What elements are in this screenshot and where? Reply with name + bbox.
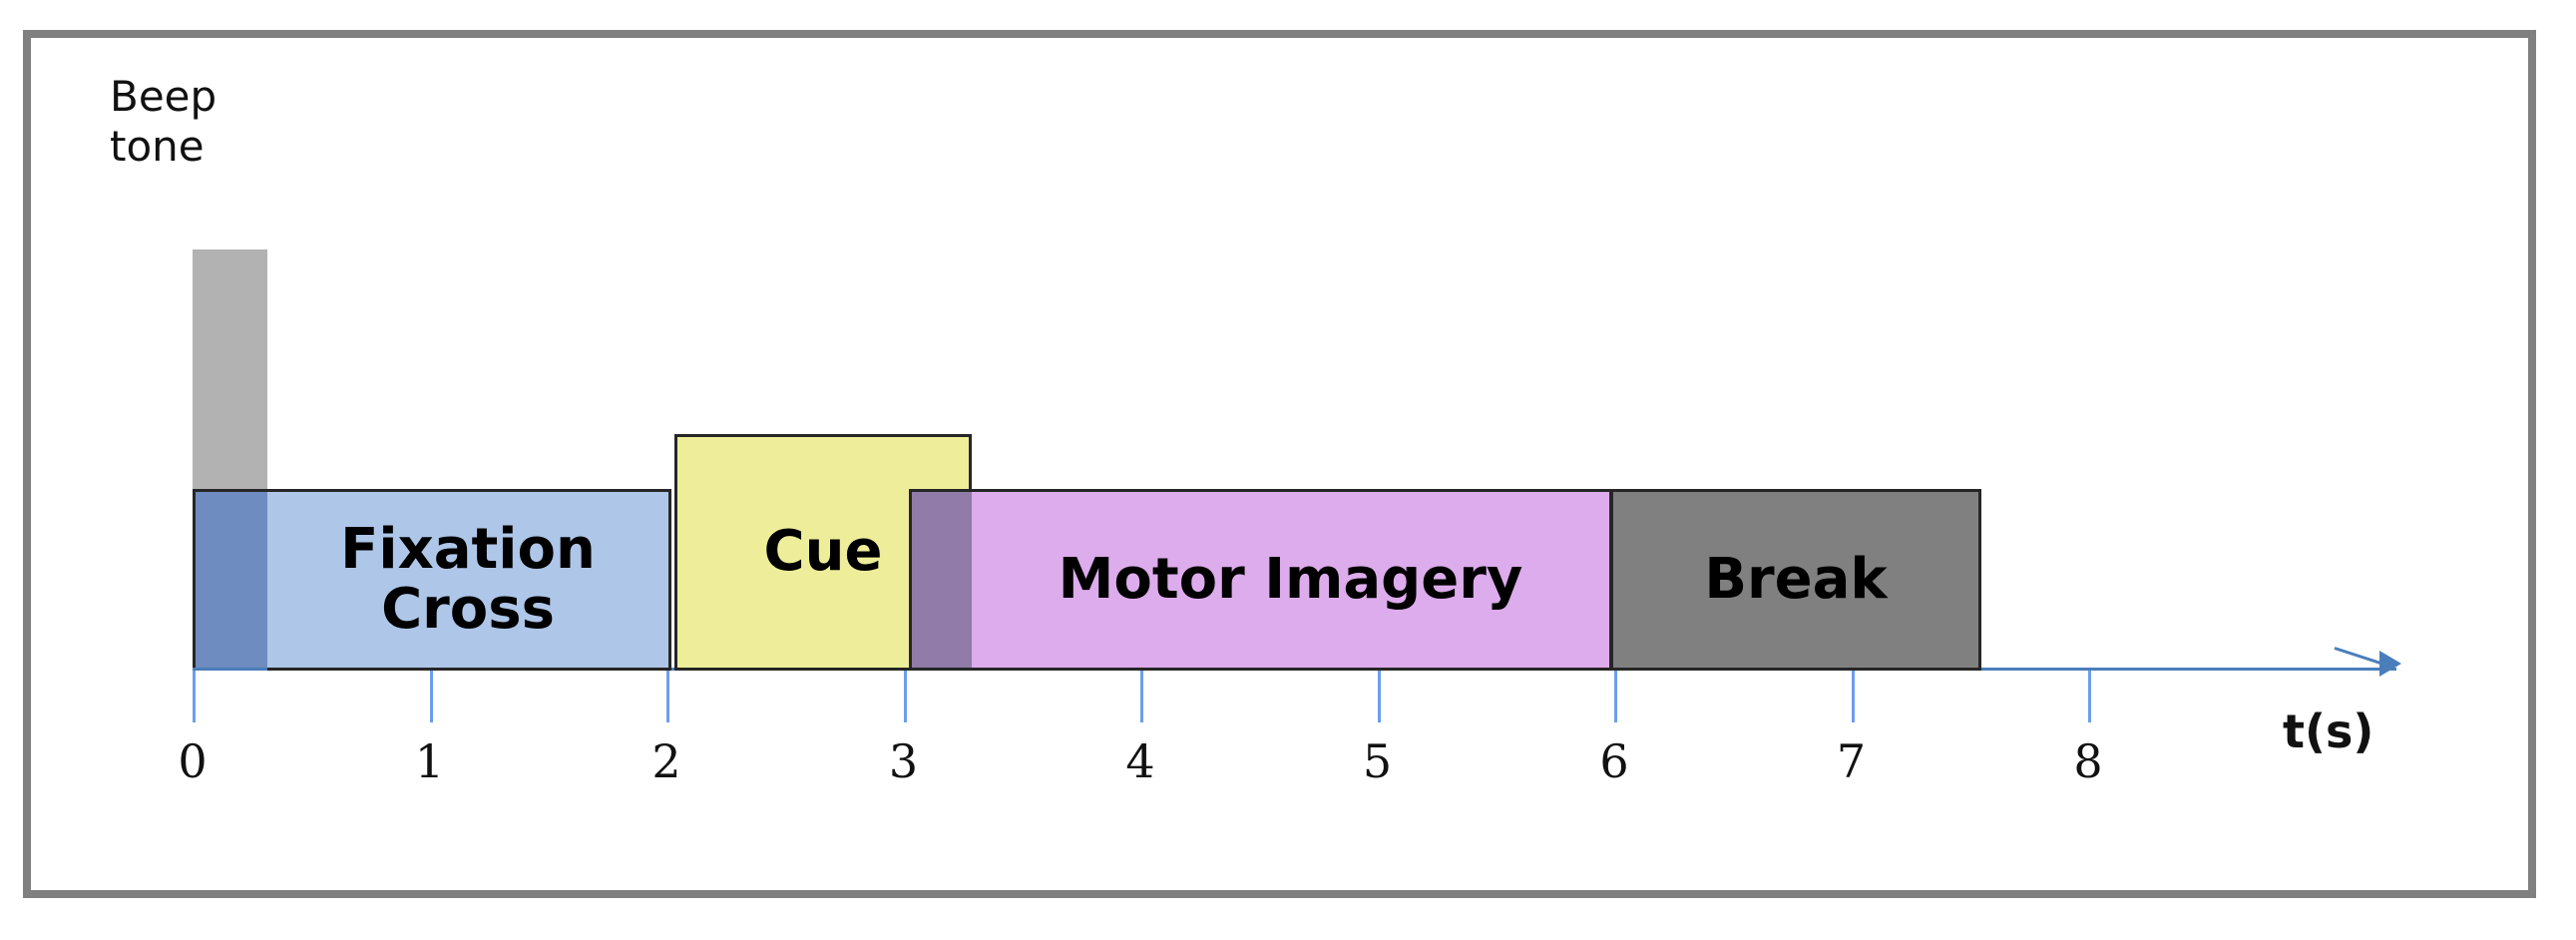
axis-label-time: t(s): [2283, 705, 2374, 758]
axis-tick-label-8: 8: [2073, 734, 2103, 788]
axis-tick-3: [903, 671, 907, 722]
timeline-block-cue: Cue: [674, 434, 972, 671]
axis-tick-4: [1140, 671, 1143, 722]
axis-tick-1: [429, 671, 433, 722]
axis-tick-label-0: 0: [178, 734, 208, 788]
beep-tone-label: Beep tone: [110, 72, 217, 171]
axis-tick-label-6: 6: [1599, 734, 1629, 788]
axis-tick-6: [1614, 671, 1617, 722]
beep-tone-bar: [193, 249, 267, 494]
axis-tick-label-1: 1: [414, 734, 445, 788]
axis-tick-2: [666, 671, 669, 722]
axis-tick-7: [1851, 671, 1855, 722]
axis-tick-0: [193, 671, 196, 722]
axis-tick-label-5: 5: [1362, 734, 1393, 788]
timeline-block-motor-imagery: Motor Imagery: [909, 489, 1612, 671]
timeline-block-preparation: [193, 489, 270, 671]
axis-tick-label-7: 7: [1836, 734, 1867, 788]
timeline-block-fixation-cross: Fixation Cross: [267, 489, 671, 671]
time-axis-arrowhead: [2379, 651, 2401, 677]
axis-tick-8: [2088, 671, 2091, 722]
timeline-block-break: Break: [1610, 489, 1981, 671]
timeline-block-cue-mi-overlap: [909, 489, 972, 671]
axis-tick-label-3: 3: [888, 734, 919, 788]
axis-tick-label-2: 2: [651, 734, 681, 788]
axis-tick-5: [1377, 671, 1381, 722]
axis-tick-label-4: 4: [1125, 734, 1155, 788]
figure-border: [23, 30, 2536, 898]
